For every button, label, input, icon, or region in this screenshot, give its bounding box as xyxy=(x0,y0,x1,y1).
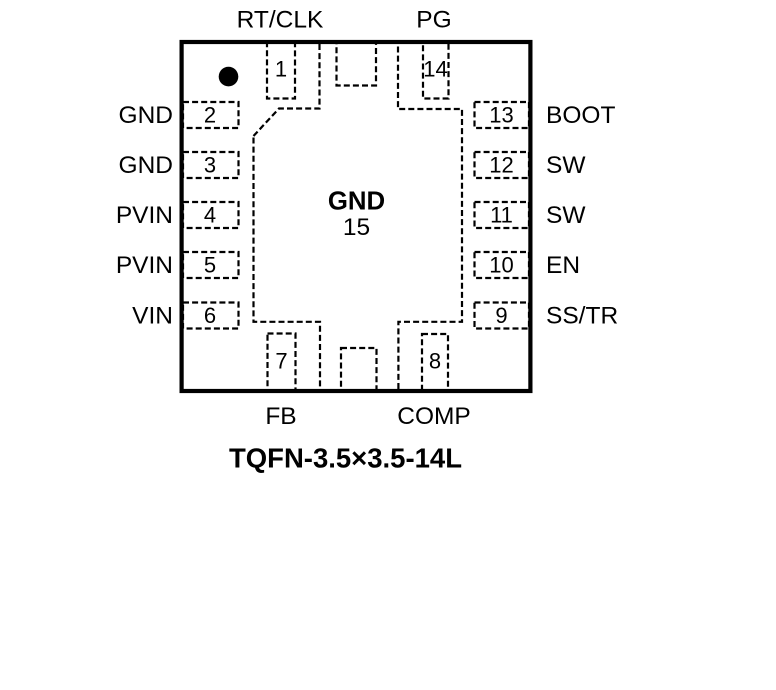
pin-number-8: 8 xyxy=(429,349,441,374)
pin-label-fb: FB xyxy=(265,403,296,430)
pin-number-12: 12 xyxy=(489,153,513,178)
package-caption: TQFN-3.5×3.5-14L xyxy=(229,443,462,474)
pin-label-rtclk: RT/CLK xyxy=(237,7,324,34)
pin-label-pg: PG xyxy=(416,7,451,34)
thermal-pad-outline xyxy=(252,40,464,393)
pin-label-sstr-9: SS/TR xyxy=(546,303,618,330)
pin-label-vin-6: VIN xyxy=(132,303,173,330)
pin-label-boot-13: BOOT xyxy=(546,102,615,129)
pin-label-pvin-4: PVIN xyxy=(116,202,173,229)
package-outline xyxy=(179,39,533,394)
pin-number-6: 6 xyxy=(204,303,216,328)
pin-label-comp: COMP xyxy=(397,403,471,430)
pin-number-9: 9 xyxy=(495,303,507,328)
pin-number-1: 1 xyxy=(275,57,287,82)
pin-number-11: 11 xyxy=(490,203,513,228)
pin-label-gnd-3: GND xyxy=(119,152,173,179)
pin-box-7 xyxy=(266,332,297,393)
pin-number-10: 10 xyxy=(489,253,513,278)
pin-number-5: 5 xyxy=(204,253,216,278)
pin-label-sw-11: SW xyxy=(546,202,586,229)
pin-number-2: 2 xyxy=(204,103,216,128)
thermal-pad-label: GND xyxy=(328,188,385,216)
pin-label-sw-12: SW xyxy=(546,152,586,179)
pin-label-gnd-2: GND xyxy=(119,102,173,129)
pin-number-13: 13 xyxy=(489,103,513,128)
thermal-pad-number: 15 xyxy=(343,214,370,241)
pin-label-pvin-5: PVIN xyxy=(116,252,173,279)
bottom-center-tab-pad xyxy=(339,346,378,393)
pin-number-14: 14 xyxy=(423,57,447,82)
pin-number-3: 3 xyxy=(204,153,216,178)
top-center-tab-pad xyxy=(335,40,378,87)
pin-number-4: 4 xyxy=(204,203,216,228)
pin1-indicator-dot xyxy=(218,66,239,87)
pin-label-en-10: EN xyxy=(546,252,580,279)
pin-number-7: 7 xyxy=(275,349,287,374)
